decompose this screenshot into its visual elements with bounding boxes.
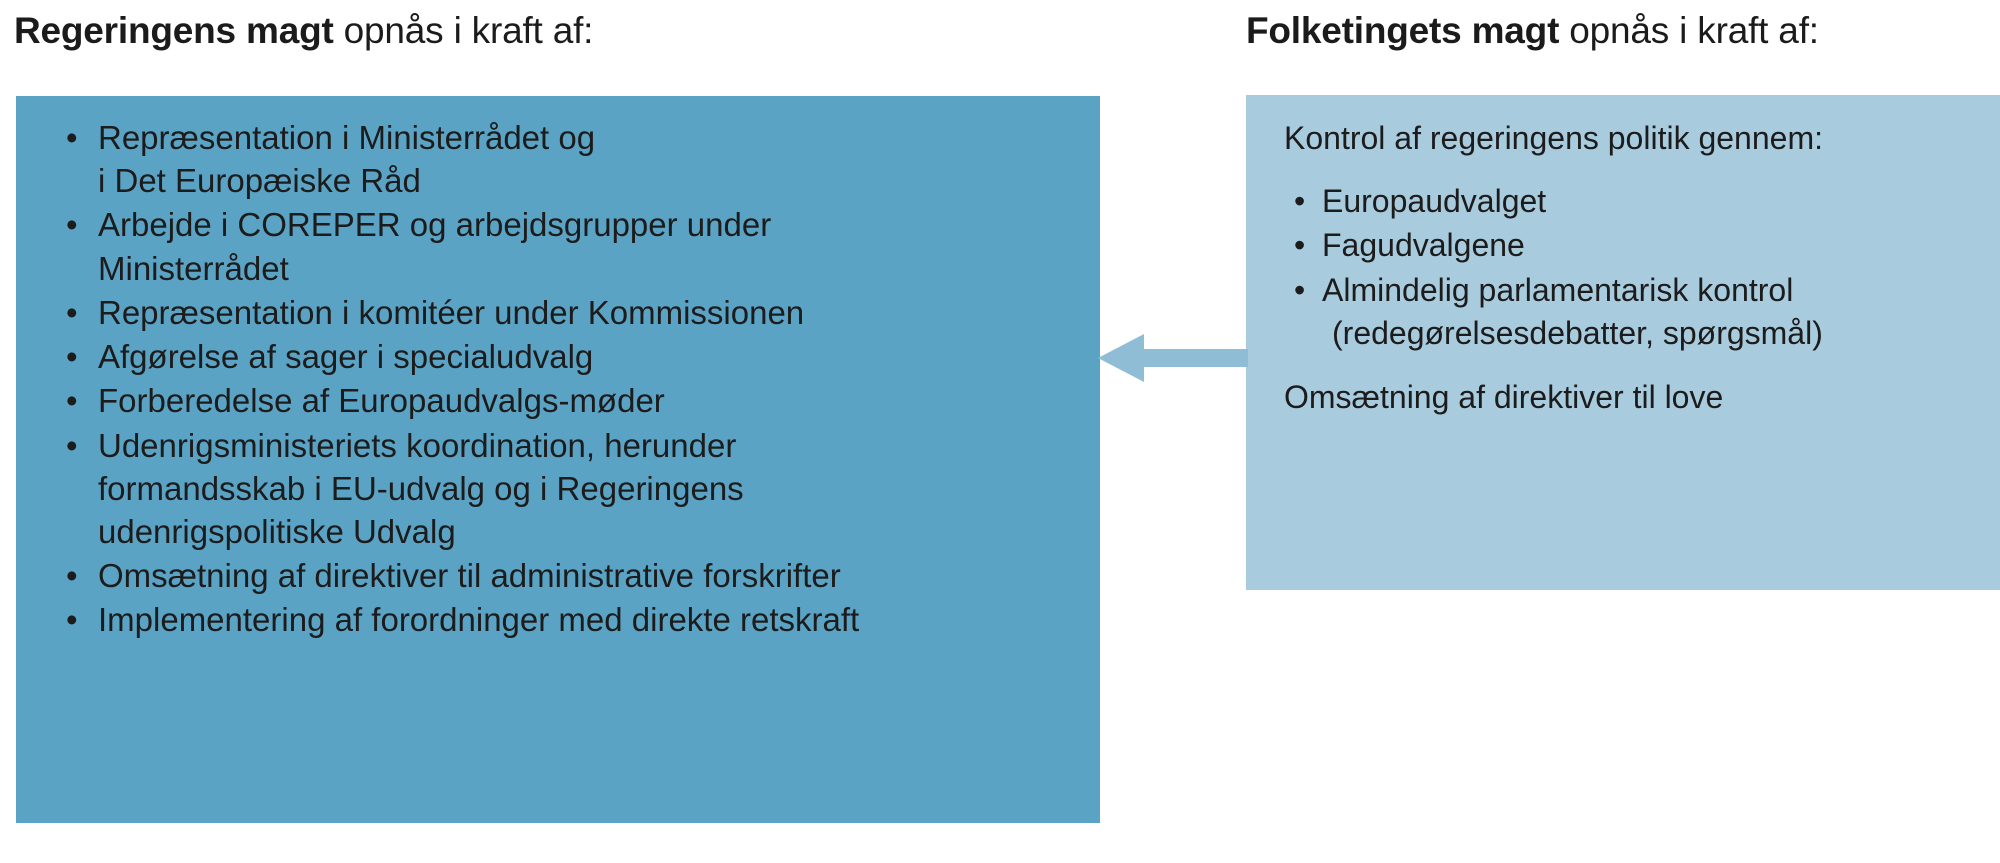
bullet-line-1: Repræsentation i Ministerrådet og: [98, 119, 596, 156]
regeringens-magt-bullet-list: Repræsentation i Ministerrådet og i Det …: [54, 116, 1080, 643]
bullet-line-2: Ministerrådet: [98, 249, 289, 287]
list-item: Europaudvalget: [1290, 180, 1982, 223]
bullet-line-1: Udenrigsministeriets koordination, herun…: [98, 426, 737, 464]
bullet-line-1: Repræsentation i komitéer under Kommissi…: [98, 293, 805, 331]
arrow-left-icon: [1098, 330, 1248, 386]
folketingets-magt-content: Kontrol af regeringens politik gennem: E…: [1284, 117, 1982, 419]
bullet-line-1: Almindelig parlamentarisk kontrol: [1322, 271, 1794, 308]
control-intro-text: Kontrol af regeringens politik gennem:: [1284, 120, 1823, 156]
heading-left-rest: opnås i kraft af:: [333, 10, 594, 51]
list-item: Repræsentation i Ministerrådet og i Det …: [54, 116, 1080, 202]
bullet-line-1: Fagudvalgene: [1322, 227, 1525, 264]
list-item: Repræsentation i komitéer under Kommissi…: [54, 291, 1080, 334]
folketingets-magt-box: Kontrol af regeringens politik gennem: E…: [1246, 95, 2000, 590]
bullet-line-1: Arbejde i COREPER og arbejdsgrupper unde…: [98, 206, 772, 244]
heading-right-strong: Folketingets magt: [1246, 10, 1560, 51]
bullet-line-2: i Det Europæiske Råd: [98, 162, 421, 200]
heading-regeringens-magt: Regeringens magt opnås i kraft af:: [14, 10, 594, 51]
bullet-line-2: formandsskab i EU-udvalg og i Regeringen…: [98, 469, 744, 507]
heading-folketingets-magt: Folketingets magt opnås i kraft af:: [1246, 10, 1819, 51]
regeringens-magt-box: Repræsentation i Ministerrådet og i Det …: [16, 96, 1100, 823]
bullet-line-1: Omsætning af direktiver til administrati…: [98, 557, 841, 595]
list-item: Afgørelse af sager i specialudvalg: [54, 335, 1080, 378]
directive-transposition-text: Omsætning af direktiver til love: [1284, 379, 1724, 416]
heading-left-strong: Regeringens magt: [14, 10, 334, 51]
list-item: Udenrigsministeriets koordination, herun…: [54, 424, 1080, 554]
bullet-line-1: Implementering af forordninger med direk…: [98, 601, 860, 639]
list-item: Almindelig parlamentarisk kontrol (redeg…: [1290, 269, 1982, 354]
bullet-line-3: udenrigspolitiske Udvalg: [98, 512, 456, 550]
list-item: Implementering af forordninger med direk…: [54, 598, 1080, 641]
folketingets-magt-bullet-list: Europaudvalget Fagudvalgene Almindelig p…: [1290, 180, 1982, 354]
bullet-line-2: (redegørelsesdebatter, spørgsmål): [1332, 314, 1823, 351]
heading-right-rest: opnås i kraft af:: [1559, 10, 1819, 51]
list-item: Fagudvalgene: [1290, 224, 1982, 267]
list-item: Forberedelse af Europaudvalgs-møder: [54, 379, 1080, 422]
bullet-line-1: Europaudvalget: [1322, 182, 1547, 219]
bullet-line-1: Forberedelse af Europaudvalgs-møder: [98, 382, 665, 420]
list-item: Omsætning af direktiver til administrati…: [54, 554, 1080, 597]
list-item: Arbejde i COREPER og arbejdsgrupper unde…: [54, 203, 1080, 289]
bullet-line-1: Afgørelse af sager i specialudvalg: [98, 338, 594, 376]
